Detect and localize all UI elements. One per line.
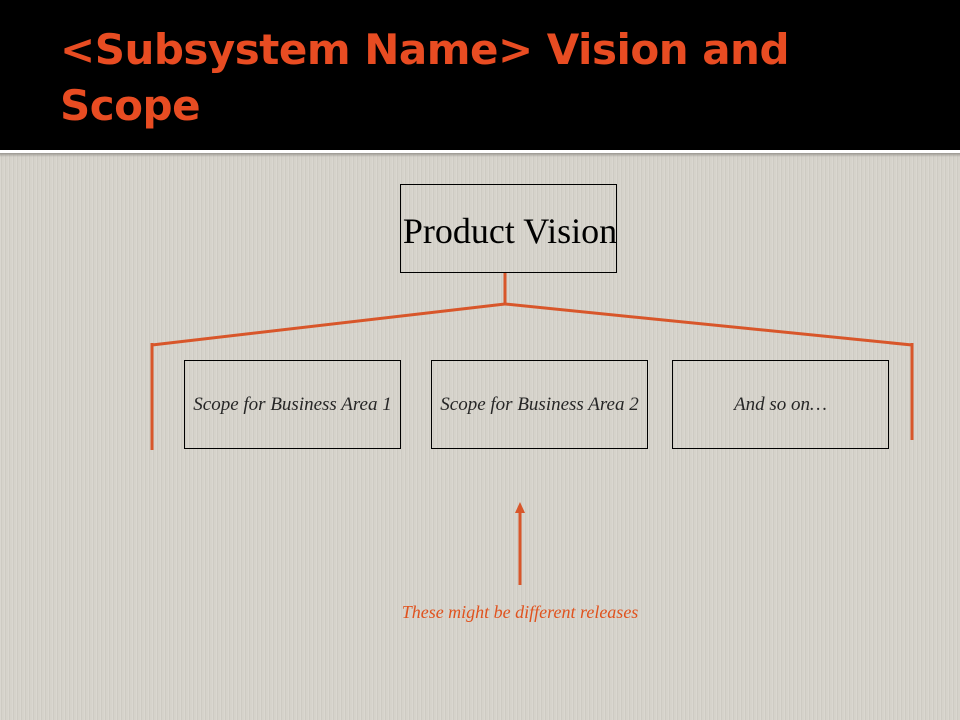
scope-box-business-area-1: Scope for Business Area 1 xyxy=(184,360,401,449)
arrow-up-icon xyxy=(515,502,525,513)
scope-box-business-area-2: Scope for Business Area 2 xyxy=(431,360,648,449)
scope-box-label: Scope for Business Area 1 xyxy=(193,393,392,415)
title-divider xyxy=(0,150,960,153)
title-bar: <Subsystem Name> Vision and Scope xyxy=(0,0,960,150)
title-divider-shadow xyxy=(0,153,960,157)
scope-box-label: And so on… xyxy=(734,393,827,415)
right-branch-line xyxy=(504,302,913,347)
scope-box-and-so-on: And so on… xyxy=(672,360,889,449)
scope-box-label: Scope for Business Area 2 xyxy=(440,393,639,415)
product-vision-box xyxy=(400,184,617,273)
left-branch-line xyxy=(151,302,506,347)
slide-title: <Subsystem Name> Vision and Scope xyxy=(60,25,790,130)
releases-annotation: These might be different releases xyxy=(401,602,639,622)
product-vision-label: Product Vision xyxy=(402,211,618,251)
